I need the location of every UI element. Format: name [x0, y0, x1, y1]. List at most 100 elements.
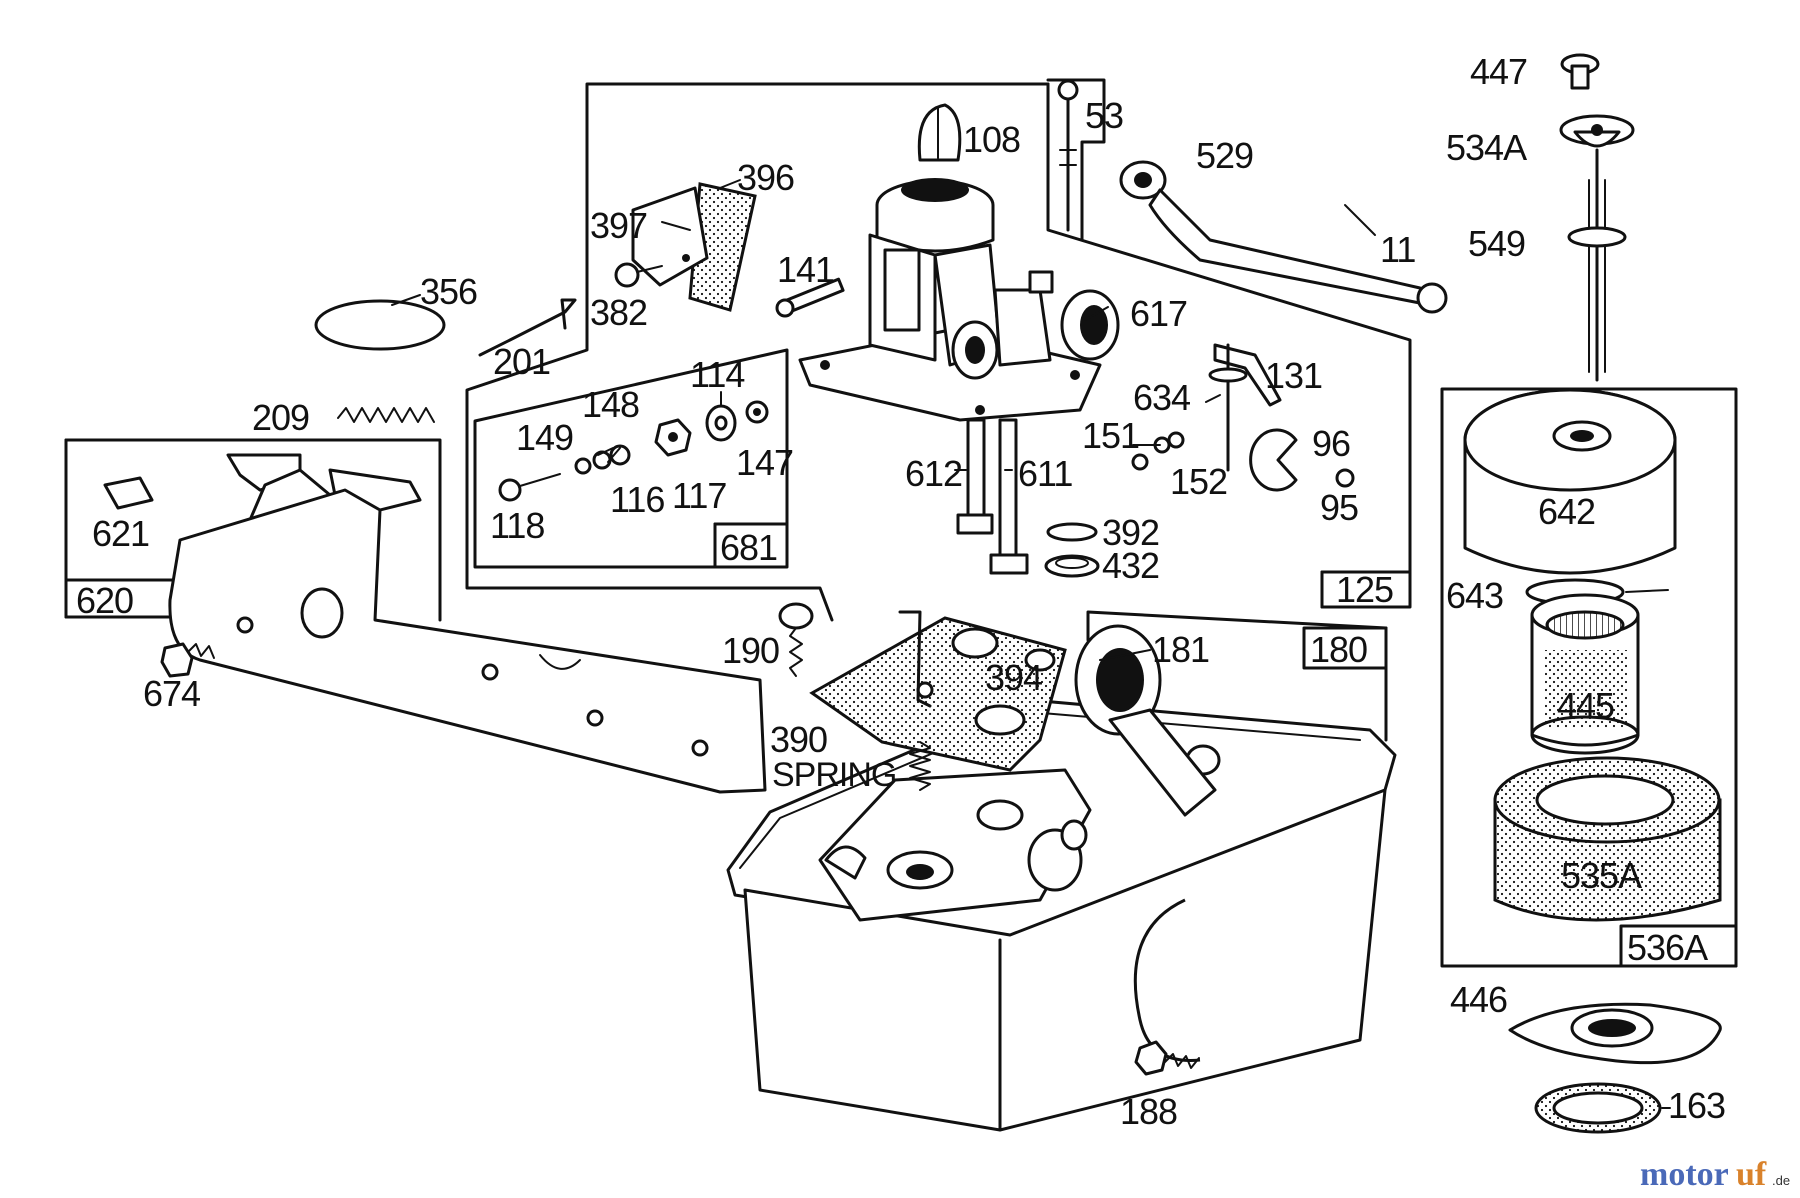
- label-spring: SPRING: [772, 756, 896, 794]
- ring-356: [314, 299, 446, 351]
- label-536a: 536A: [1627, 927, 1708, 968]
- nut-147: [745, 400, 769, 424]
- screw-53: [1057, 79, 1079, 232]
- precleaner-535a: [1493, 756, 1722, 922]
- frame-53: [1046, 78, 1106, 242]
- label-621: 621: [92, 513, 149, 554]
- screw-188: [1134, 1040, 1200, 1076]
- link-201: [478, 298, 577, 357]
- frame-180: [1086, 610, 1388, 742]
- label-53: 53: [1085, 95, 1123, 136]
- label-151: 151: [1082, 415, 1139, 456]
- label-117: 117: [672, 475, 726, 516]
- base-446: [1508, 1002, 1722, 1065]
- label-108: 108: [963, 119, 1020, 160]
- label-394: 394: [985, 657, 1042, 698]
- frame-125: [465, 82, 1412, 622]
- label-535a: 535A: [1561, 855, 1642, 896]
- label-529: 529: [1196, 135, 1253, 176]
- label-396: 396: [737, 157, 794, 198]
- label-681: 681: [720, 527, 777, 568]
- label-445: 445: [1557, 685, 1614, 726]
- label-190: 190: [722, 630, 779, 671]
- label-643: 643: [1446, 575, 1503, 616]
- nut-95: [1335, 468, 1355, 488]
- label-617: 617: [1130, 293, 1187, 334]
- label-181: 181: [1152, 629, 1209, 670]
- spring-151: [1131, 431, 1185, 471]
- shaft-141: [775, 277, 845, 318]
- label-11: 11: [1380, 229, 1415, 270]
- gasket-392: [1046, 522, 1098, 542]
- label-95: 95: [1320, 487, 1358, 528]
- label-188: 188: [1120, 1091, 1177, 1132]
- label-432: 432: [1102, 545, 1159, 586]
- label-397: 397: [590, 205, 647, 246]
- label-149: 149: [516, 417, 573, 458]
- spring-390: [909, 741, 931, 791]
- cap-534a: [1559, 114, 1635, 148]
- filter-445: [1530, 593, 1640, 755]
- gasket-163: [1534, 1082, 1662, 1134]
- screw-674: [160, 642, 215, 678]
- label-201: 201: [493, 341, 550, 382]
- part-labels: 447 534A 549 108 53 529 11 396 397 141 3…: [76, 51, 1726, 1132]
- label-447: 447: [1470, 51, 1527, 92]
- label-620: 620: [76, 580, 133, 621]
- spring-209: [337, 407, 435, 423]
- screw-447: [1560, 53, 1600, 90]
- label-549: 549: [1468, 223, 1525, 264]
- watermark-brand-b: uf: [1736, 1156, 1767, 1193]
- washer-114: [705, 404, 737, 442]
- frame-681: [473, 348, 789, 569]
- washer-149: [574, 457, 592, 475]
- label-642: 642: [1538, 491, 1595, 532]
- needle-valve-118: [498, 473, 561, 502]
- label-114: 114: [690, 354, 744, 395]
- gasket-432: [1044, 554, 1100, 578]
- label-534a: 534A: [1446, 127, 1527, 168]
- label-209: 209: [252, 397, 309, 438]
- label-152: 152: [1170, 461, 1227, 502]
- label-392: 392: [1102, 512, 1159, 553]
- screw-382: [614, 262, 663, 288]
- label-382: 382: [590, 292, 647, 333]
- dipstick-549: [1567, 148, 1627, 382]
- label-163: 163: [1668, 1085, 1725, 1126]
- fuel-tank-180: [726, 698, 1397, 1132]
- label-148: 148: [582, 384, 639, 425]
- watermark-suffix: .de: [1772, 1173, 1790, 1188]
- label-634: 634: [1133, 377, 1190, 418]
- screw-190: [778, 602, 814, 677]
- frame-536a: [1440, 387, 1738, 968]
- label-446: 446: [1450, 979, 1507, 1020]
- label-611: 611: [1018, 453, 1072, 494]
- label-118: 118: [490, 505, 544, 546]
- fuel-pipe-11: [1119, 160, 1448, 314]
- bowl-96: [1249, 428, 1298, 492]
- pump-397: [631, 182, 757, 312]
- clip-621: [103, 476, 154, 510]
- carburetor-body: [798, 178, 1120, 422]
- label-131: 131: [1265, 355, 1322, 396]
- label-116: 116: [610, 479, 664, 520]
- bracket-620: [168, 453, 767, 794]
- screws-612-611: [956, 418, 1029, 575]
- choke-lever-108: [917, 103, 962, 162]
- label-356: 356: [420, 271, 477, 312]
- label-612: 612: [905, 453, 962, 494]
- watermark-logo: motor uf .de: [1640, 1156, 1790, 1193]
- float-valve-131: [1208, 343, 1282, 472]
- label-96: 96: [1312, 423, 1350, 464]
- label-141: 141: [777, 249, 834, 290]
- watermark-brand-a: motor: [1640, 1156, 1729, 1193]
- label-180: 180: [1310, 629, 1367, 670]
- cover-642: [1463, 388, 1677, 575]
- label-674: 674: [143, 673, 200, 714]
- label-390: 390: [770, 719, 827, 760]
- leader-lines: [391, 179, 1671, 1109]
- label-125: 125: [1336, 569, 1393, 610]
- gasket-394: [809, 610, 1067, 772]
